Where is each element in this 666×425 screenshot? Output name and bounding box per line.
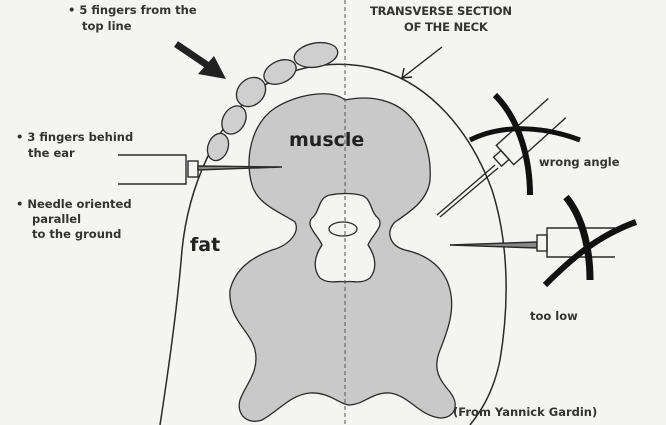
black-arrow-icon xyxy=(174,41,226,79)
label-needle-2: parallel xyxy=(32,212,81,226)
spinal-canal xyxy=(328,221,358,237)
syringe-too-low xyxy=(449,194,638,288)
label-wrong-angle: wrong angle xyxy=(539,155,620,169)
label-three-fingers-2: the ear xyxy=(28,146,75,160)
label-needle-1: • Needle oriented xyxy=(16,197,132,211)
label-five-fingers-1: • 5 fingers from the xyxy=(68,3,197,17)
neck-outline xyxy=(159,63,507,425)
finger-markers xyxy=(206,41,339,162)
syringe-wrong-angle xyxy=(436,92,581,218)
label-needle-3: to the ground xyxy=(32,227,121,241)
label-fat: fat xyxy=(190,234,220,256)
thin-arrow-icon xyxy=(401,46,443,79)
label-three-fingers-1: • 3 fingers behind xyxy=(16,130,133,144)
vertebra xyxy=(309,192,381,283)
title-line-1: TRANSVERSE SECTION xyxy=(370,4,512,18)
label-muscle: muscle xyxy=(289,129,364,151)
label-too-low: too low xyxy=(530,309,578,323)
credit-text: (From Yannick Gardin) xyxy=(453,405,597,419)
label-five-fingers-2: top line xyxy=(82,19,132,33)
title-line-2: OF THE NECK xyxy=(404,20,489,34)
syringe-correct xyxy=(118,154,283,185)
